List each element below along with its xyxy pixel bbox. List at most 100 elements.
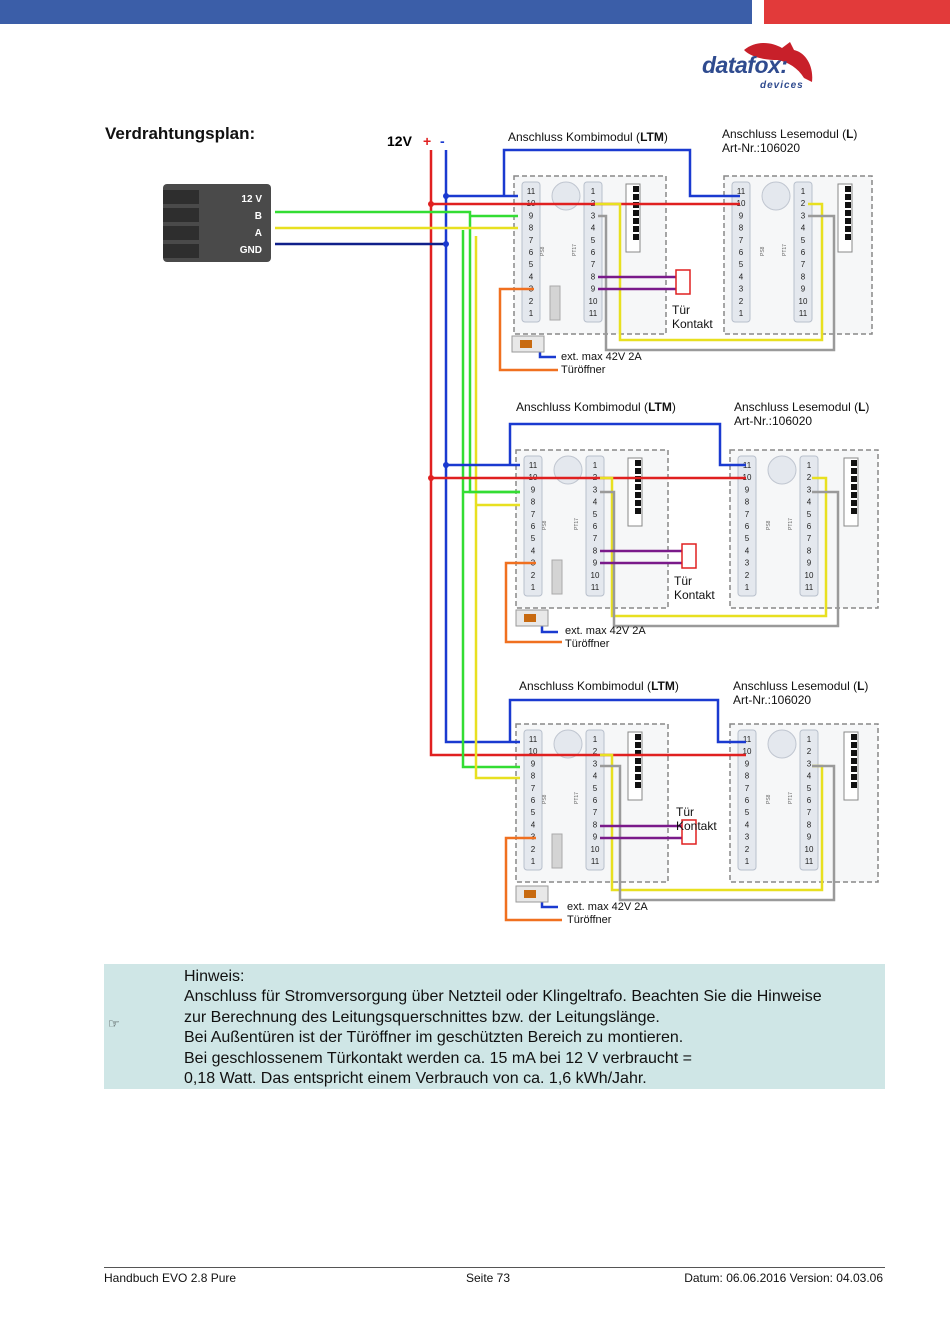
terminal-number: 4	[593, 772, 598, 781]
terminal-number: 9	[591, 285, 596, 294]
terminal-number: 1	[745, 583, 750, 592]
terminal-number: 2	[531, 845, 536, 854]
terminal-number: 6	[807, 796, 812, 805]
terminal-number: 3	[745, 833, 750, 842]
terminal-number: 5	[591, 236, 596, 245]
terminal-number: 7	[591, 260, 596, 269]
door-opener-icons	[511, 335, 549, 903]
supply-label: 12V	[387, 133, 413, 149]
terminal-number: 11	[799, 309, 808, 318]
terminal-number: 10	[591, 845, 600, 854]
terminal-number: 7	[593, 534, 598, 543]
terminal-number: 10	[805, 845, 814, 854]
header-bar-red	[764, 0, 950, 24]
terminal-number: 3	[593, 759, 598, 768]
datafox-logo: datafox: devices	[698, 38, 828, 98]
terminal-number: 1	[593, 461, 598, 470]
terminal-number: 11	[743, 461, 752, 470]
terminal-number: 8	[745, 772, 750, 781]
terminal-number: 8	[531, 498, 536, 507]
terminal-number: 4	[745, 820, 750, 829]
terminal-number: 6	[529, 248, 534, 257]
terminal-number: 10	[805, 571, 814, 580]
terminal-number: 6	[739, 248, 744, 257]
terminal-number: 10	[591, 571, 600, 580]
page-title: Verdrahtungsplan:	[105, 124, 256, 143]
terminal-number: 8	[807, 820, 812, 829]
terminal-number: 10	[589, 297, 598, 306]
terminal-number: 8	[593, 546, 598, 555]
note-line: Bei geschlossenem Türkontakt werden ca. …	[184, 1049, 692, 1067]
terminal-number: 3	[593, 485, 598, 494]
terminal-number: 5	[531, 534, 536, 543]
terminal-number: 5	[807, 510, 812, 519]
note-line: 0,18 Watt. Das entspricht einem Verbrauc…	[184, 1070, 647, 1088]
ltm-label-3: Anschluss Kombimodul (LTM)	[519, 679, 679, 693]
pin-label-a: A	[255, 228, 262, 239]
terminal-number: 11	[737, 187, 746, 196]
terminal-number: 10	[799, 297, 808, 306]
terminal-number: 10	[737, 199, 746, 208]
terminal-number: 11	[805, 583, 814, 592]
note-line: Hinweis:	[184, 968, 245, 985]
terminal-number: 9	[739, 211, 744, 220]
terminal-number: 1	[593, 735, 598, 744]
fox-logo-icon	[744, 42, 813, 82]
terminal-number: 6	[593, 796, 598, 805]
terminal-number: 4	[591, 224, 596, 233]
terminal-number: 3	[807, 759, 812, 768]
terminal-number: 2	[745, 571, 750, 580]
terminal-number: 6	[531, 522, 536, 531]
pin-label-12v: 12 V	[241, 194, 262, 205]
terminal-number: 1	[591, 187, 596, 196]
terminal-number: 3	[591, 211, 596, 220]
terminal-number: 2	[529, 297, 534, 306]
terminal-number: 1	[745, 857, 750, 866]
terminal-number: 9	[745, 759, 750, 768]
pointing-hand-icon: ☞	[108, 1016, 120, 1031]
terminal-number: 2	[801, 199, 806, 208]
terminal-number: 2	[807, 747, 812, 756]
footer-page-number: Seite 73	[466, 1271, 511, 1285]
terminal-number: 5	[807, 784, 812, 793]
lm-label-2: Anschluss Lesemodul (L)Art-Nr.:106020	[734, 400, 870, 428]
terminal-number: 4	[531, 546, 536, 555]
terminal-number: 5	[593, 510, 598, 519]
terminal-number: 6	[745, 796, 750, 805]
lm-label-3: Anschluss Lesemodul (L)Art-Nr.:106020	[733, 679, 869, 707]
terminal-number: 8	[739, 224, 744, 233]
terminal-number: 7	[745, 784, 750, 793]
pin-label-b: B	[255, 211, 262, 222]
door-contact-icons	[675, 269, 697, 845]
note-line: zur Berechnung des Leitungsquerschnittes…	[184, 1008, 660, 1026]
terminal-number: 5	[745, 808, 750, 817]
terminal-number: 6	[591, 248, 596, 257]
terminal-number: 9	[531, 759, 536, 768]
terminal-number: 9	[593, 833, 598, 842]
terminal-number: 10	[743, 473, 752, 482]
terminal-number: 10	[529, 747, 538, 756]
terminal-number: 4	[807, 772, 812, 781]
terminal-number: 8	[531, 772, 536, 781]
footer-manual-title: Handbuch EVO 2.8 Pure	[104, 1271, 237, 1285]
terminal-number: 9	[531, 485, 536, 494]
terminal-number: 1	[807, 461, 812, 470]
terminal-number: 4	[529, 272, 534, 281]
terminal-number: 8	[745, 498, 750, 507]
terminal-number: 6	[593, 522, 598, 531]
note-line: Anschluss für Stromversorgung über Netzt…	[184, 988, 822, 1006]
terminal-number: 5	[745, 534, 750, 543]
terminal-number: 8	[529, 224, 534, 233]
pin-label-gnd: GND	[240, 245, 262, 256]
terminal-number: 5	[529, 260, 534, 269]
terminal-number: 3	[807, 485, 812, 494]
terminal-number: 8	[593, 820, 598, 829]
terminal-number: 11	[529, 735, 538, 744]
terminal-number: 1	[531, 583, 536, 592]
terminal-number: 5	[531, 808, 536, 817]
